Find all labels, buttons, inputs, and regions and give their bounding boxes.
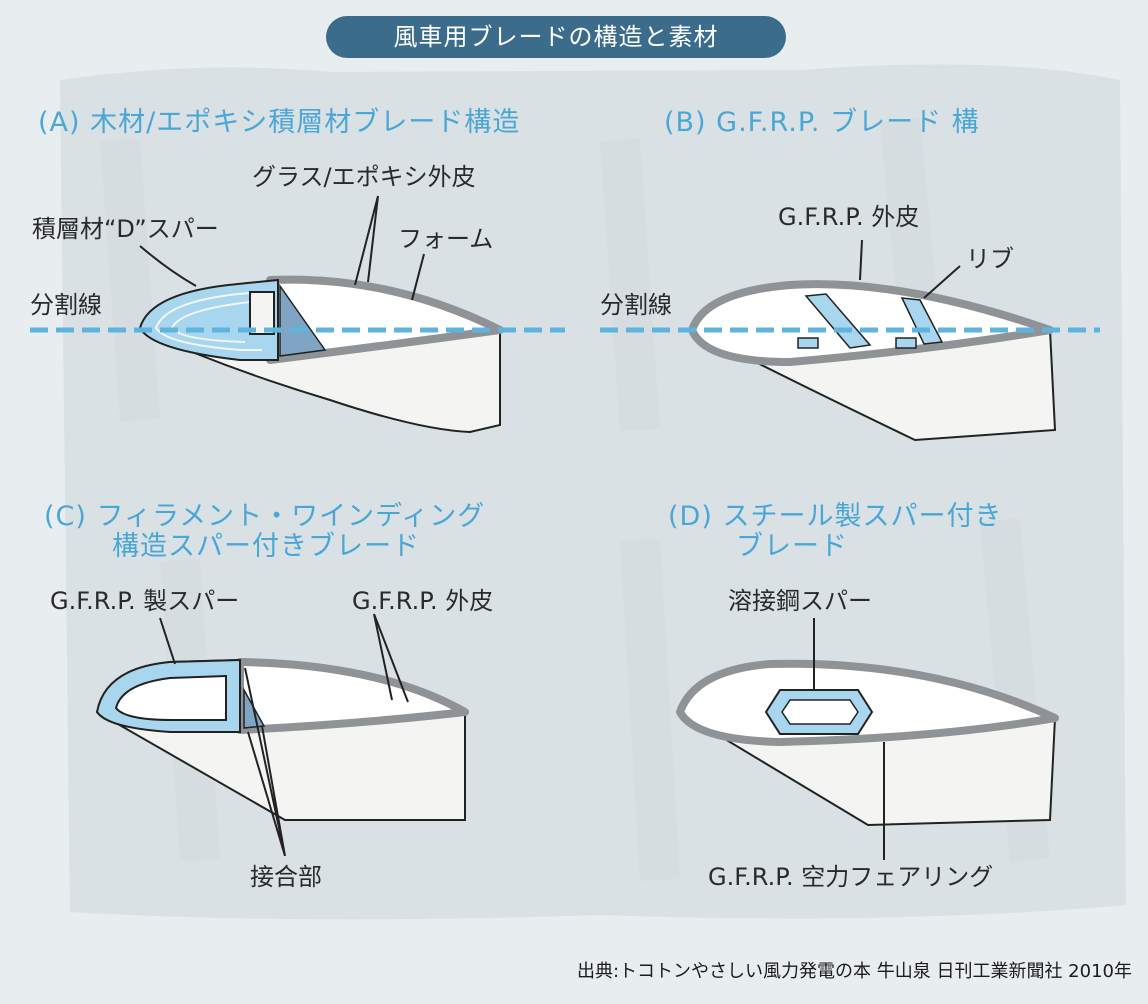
- leader-b-skin: [859, 239, 863, 281]
- leader-c-spar: [159, 617, 176, 665]
- section-b-heading: (B) G.F.R.P. ブレード 構: [664, 107, 980, 138]
- label-a-split: 分割線: [30, 291, 102, 319]
- figure-title: 風車用ブレードの構造と素材: [326, 16, 786, 58]
- blade-b-rib-foot-2: [895, 337, 917, 349]
- blade-d-steel-spar-hole: [781, 699, 859, 725]
- diagram-b: [600, 239, 1100, 442]
- section-c-heading-line1: (C) フィラメント・ワインディング: [44, 501, 486, 532]
- label-d-spar: 溶接鋼スパー: [728, 587, 872, 615]
- leader-a-spar: [139, 245, 197, 287]
- label-a-foam: フォーム: [398, 225, 494, 253]
- label-d-fairing: G.F.R.P. 空力フェアリング: [708, 863, 994, 891]
- blade-b-rib-foot-1: [797, 337, 819, 349]
- label-a-skin: グラス/エポキシ外皮: [252, 163, 476, 191]
- leader-c-joint: [244, 667, 286, 857]
- leader-a-skin: [354, 195, 379, 286]
- section-a-heading: (A) 木材/エポキシ積層材ブレード構造: [38, 107, 521, 138]
- label-b-skin: G.F.R.P. 外皮: [778, 203, 920, 231]
- section-d-heading-line2: ブレード: [736, 531, 848, 562]
- source-citation: 出典:トコトンやさしい風力発電の本 牛山泉 日刊工業新聞社 2010年: [576, 961, 1132, 982]
- diagram-c: [95, 613, 469, 857]
- blade-a-foam-wedge: [279, 283, 327, 357]
- diagram-a: [30, 195, 565, 434]
- section-d-heading-line1: (D) スチール製スパー付き: [668, 501, 1003, 532]
- label-b-rib: リブ: [966, 245, 1014, 273]
- blade-c-spar-hole: [114, 674, 227, 721]
- section-c-heading-line2: 構造スパー付きブレード: [112, 531, 420, 562]
- label-b-split: 分割線: [600, 291, 672, 319]
- label-c-skin: G.F.R.P. 外皮: [352, 587, 494, 615]
- leader-c-skin: [373, 613, 409, 703]
- blade-a-spar-web: [249, 291, 275, 335]
- label-c-spar: G.F.R.P. 製スパー: [50, 587, 240, 615]
- leader-b-rib: [923, 265, 961, 299]
- leader-a-foam: [411, 253, 425, 301]
- diagram-d: [676, 618, 1059, 860]
- label-a-spar: 積層材“D”スパー: [32, 215, 219, 243]
- label-c-joint: 接合部: [250, 863, 322, 891]
- blade-c-skin: [236, 658, 469, 734]
